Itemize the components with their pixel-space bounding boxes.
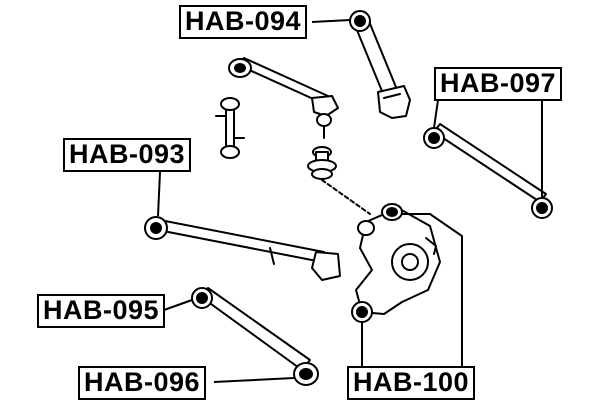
part-label-hab-093: HAB-093 [63, 138, 192, 172]
part-label-hab-094: HAB-094 [179, 5, 308, 39]
leader-100-right [402, 213, 463, 366]
stabilizer-link-part [215, 97, 245, 159]
spring-seat-part [307, 146, 371, 215]
leader-096 [213, 377, 295, 383]
lateral-arm-left-part [144, 216, 341, 281]
part-label-hab-100: HAB-100 [347, 366, 476, 400]
part-label-hab-097: HAB-097 [434, 67, 563, 101]
leader-094 [311, 19, 351, 23]
lateral-arm-right-part [423, 123, 553, 219]
leader-097-left [433, 99, 439, 129]
lower-arm-part [191, 287, 319, 386]
leader-lines [157, 19, 543, 383]
part-label-hab-096: HAB-096 [78, 366, 207, 400]
leader-095 [163, 299, 193, 311]
leader-093 [157, 171, 161, 217]
part-label-hab-095: HAB-095 [37, 294, 166, 328]
upper-arm-part [349, 10, 411, 119]
knuckle-part [351, 203, 441, 323]
upper-control-arm-part [228, 57, 339, 139]
